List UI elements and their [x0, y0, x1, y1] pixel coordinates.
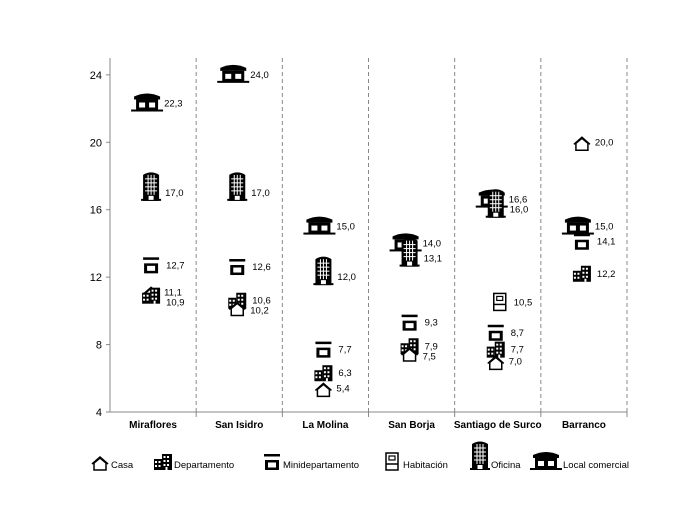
data-label: 11,1	[164, 287, 182, 298]
category-label: Barranco	[562, 420, 606, 431]
room-icon	[385, 452, 399, 471]
oficina-marker	[485, 188, 507, 219]
data-label: 10,6	[252, 296, 271, 307]
data-label: 17,0	[165, 188, 184, 199]
data-label: 10,9	[166, 297, 185, 308]
casa-marker	[487, 355, 505, 371]
y-tick-label: 12	[90, 272, 102, 284]
habitaci-n-marker	[493, 292, 507, 312]
data-label: 10,2	[250, 306, 269, 317]
category-label: San Borja	[388, 420, 435, 431]
oficina-marker	[312, 256, 334, 286]
legend-label: Oficina	[491, 460, 521, 471]
oficina-marker	[226, 171, 248, 202]
data-label: 10,5	[514, 297, 533, 308]
legend-label: Minidepartamento	[283, 460, 359, 471]
local-comercial-marker	[131, 93, 164, 112]
minidepartamento-marker	[487, 324, 504, 341]
minidepartamento-marker	[401, 314, 418, 331]
y-tick-label: 16	[90, 205, 102, 217]
data-label: 12,2	[597, 269, 616, 280]
category-label: San Isidro	[215, 420, 263, 431]
data-label: 7,0	[509, 356, 522, 367]
data-label: 7,7	[511, 345, 524, 356]
data-label: 8,7	[511, 328, 524, 339]
data-label: 22,3	[164, 99, 183, 110]
data-label: 24,0	[250, 70, 269, 81]
legend-item: Local comercial	[530, 452, 629, 471]
y-tick-label: 20	[90, 137, 102, 149]
departamento-marker	[314, 365, 333, 382]
oficina-marker	[399, 237, 421, 268]
legend-label: Casa	[111, 460, 134, 471]
category-label: La Molina	[302, 420, 349, 431]
data-label: 7,5	[423, 351, 436, 362]
house-icon	[91, 456, 109, 471]
minidepartamento-marker	[143, 257, 160, 274]
oficina-marker	[140, 171, 162, 202]
casa-marker	[573, 136, 591, 152]
data-label: 17,0	[251, 188, 270, 199]
y-tick-label: 24	[90, 70, 102, 82]
data-label: 7,7	[338, 345, 351, 356]
data-label: 14,0	[423, 238, 442, 249]
data-label: 9,3	[425, 318, 438, 329]
departamento-marker	[142, 287, 161, 304]
data-label: 16,0	[510, 205, 529, 216]
departamento-marker	[572, 265, 591, 282]
data-label: 15,0	[336, 222, 355, 233]
local-comercial-marker	[217, 64, 250, 83]
data-label: 13,1	[424, 254, 443, 265]
legend-item: Oficina	[469, 441, 521, 471]
data-label: 12,0	[337, 272, 356, 283]
data-label: 20,0	[595, 137, 614, 148]
data-label: 12,6	[252, 262, 271, 273]
mini-apartment-icon	[264, 454, 280, 470]
local-comercial-marker	[303, 216, 336, 235]
y-tick-label: 8	[96, 340, 102, 352]
y-tick-label: 4	[96, 407, 102, 419]
legend-label: Departamento	[174, 460, 234, 471]
category-label: Miraflores	[129, 420, 177, 431]
legend: Casa Departamento Minidepartamento Habitaci…	[91, 441, 629, 471]
apartment-building-icon	[154, 454, 172, 470]
data-label: 7,9	[425, 341, 438, 352]
legend-item: Minidepartamento	[264, 454, 359, 471]
data-label: 16,6	[509, 195, 528, 206]
local-comercial-marker	[561, 216, 594, 235]
data-label: 5,4	[336, 383, 349, 394]
data-label: 12,7	[166, 260, 185, 271]
minidepartamento-marker	[573, 233, 590, 250]
minidepartamento-marker	[229, 259, 246, 276]
legend-item: Departamento	[154, 454, 234, 471]
data-label: 15,0	[595, 222, 614, 233]
casa-marker	[314, 382, 333, 398]
departamento-marker	[486, 341, 505, 358]
legend-item: Casa	[91, 456, 134, 471]
data-label: 6,3	[338, 368, 351, 379]
legend-label: Local comercial	[563, 460, 629, 471]
legend-item: Habitación	[385, 452, 448, 471]
data-label: 14,1	[597, 237, 616, 248]
category-label: Santiago de Surco	[454, 420, 542, 431]
storefront-icon	[530, 452, 562, 470]
legend-label: Habitación	[403, 460, 448, 471]
office-tower-icon	[469, 441, 491, 471]
minidepartamento-marker	[315, 341, 332, 358]
